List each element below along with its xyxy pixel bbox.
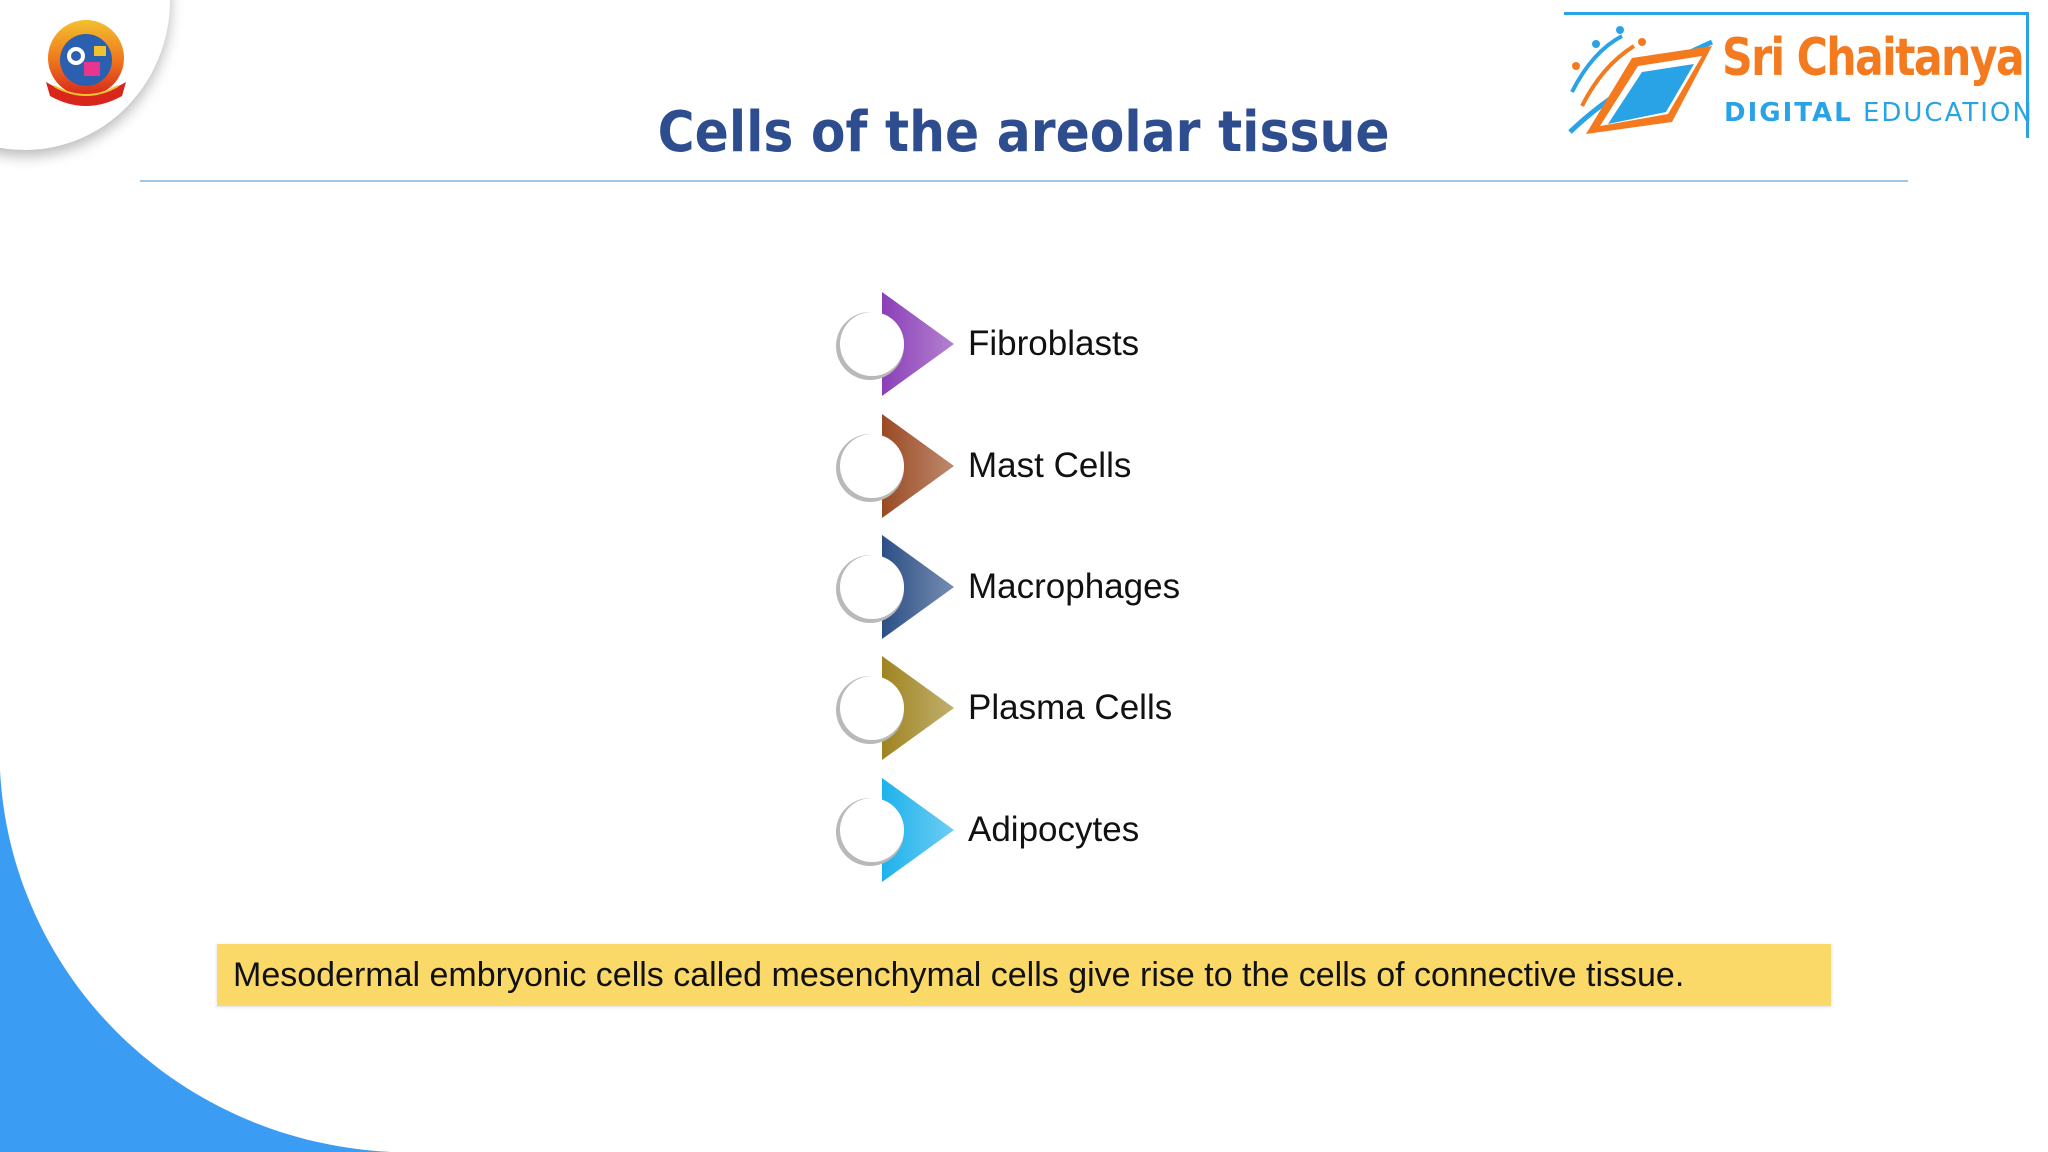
brand-subtitle-bold: DIGITAL xyxy=(1724,98,1853,128)
arrow-circle-icon xyxy=(836,535,954,639)
list-item: Macrophages xyxy=(830,535,1430,639)
brand-name: Sri Chaitanya xyxy=(1722,28,2025,88)
brand-frame-top xyxy=(1564,12,2026,15)
page-title-text: Cells of the areolar tissue xyxy=(658,100,1390,165)
page-title: Cells of the areolar tissue xyxy=(0,100,2048,165)
institution-emblem-icon xyxy=(46,20,126,106)
brand-logo: Sri Chaitanya DIGITAL EDUCATION xyxy=(1562,12,2048,140)
brand-subtitle: DIGITAL EDUCATION xyxy=(1724,98,2034,128)
brand-frame-right xyxy=(2026,12,2029,138)
open-book-icon xyxy=(1568,26,1714,134)
arrow-circle-icon xyxy=(836,778,954,882)
corner-decoration xyxy=(0,770,390,1152)
list-item: Plasma Cells xyxy=(830,656,1430,760)
note-callout: Mesodermal embryonic cells called mesenc… xyxy=(217,944,1831,1006)
title-underline xyxy=(140,180,1908,182)
list-item-label: Adipocytes xyxy=(968,810,1140,849)
list-item-label: Mast Cells xyxy=(968,446,1132,485)
brand-subtitle-rest: EDUCATION xyxy=(1852,98,2034,128)
list-item-label: Plasma Cells xyxy=(968,688,1173,727)
list-item-label: Fibroblasts xyxy=(968,324,1140,363)
list-item: Fibroblasts xyxy=(830,292,1430,396)
list-item: Adipocytes xyxy=(830,778,1430,882)
arrow-circle-icon xyxy=(836,292,954,396)
arrow-circle-icon xyxy=(836,656,954,760)
list-item-label: Macrophages xyxy=(968,567,1181,606)
arrow-circle-icon xyxy=(836,414,954,518)
list-item: Mast Cells xyxy=(830,414,1430,518)
note-text: Mesodermal embryonic cells called mesenc… xyxy=(233,956,1685,994)
